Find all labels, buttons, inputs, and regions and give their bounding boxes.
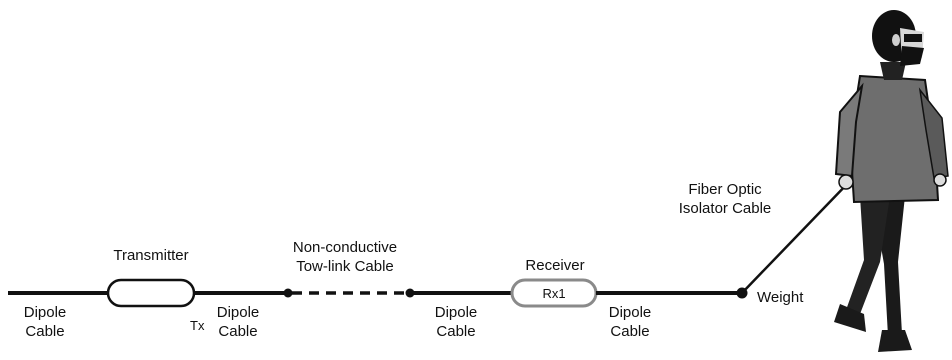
dipole-cable-label-2: Dipole Cable — [202, 303, 274, 341]
fiber-optic-cable — [741, 180, 851, 294]
tow-link-label-line1: Non-conductive — [292, 239, 398, 256]
dipole-cable-label-1: Dipole Cable — [10, 303, 80, 341]
dipole-label-line2: Cable — [218, 323, 258, 340]
fiber-optic-label: Fiber Optic Isolator Cable — [660, 180, 790, 218]
dipole-cable-label-3: Dipole Cable — [420, 303, 492, 341]
fiber-optic-label-line1: Fiber Optic — [688, 181, 762, 198]
receiver-id-label: Rx1 — [542, 286, 565, 301]
dipole-label-line2: Cable — [436, 323, 476, 340]
dipole-label-line1: Dipole — [608, 304, 652, 321]
tx-label: Tx — [190, 318, 205, 333]
tow-link-label: Non-conductive Tow-link Cable — [270, 238, 420, 276]
fiber-optic-label-line2: Isolator Cable — [678, 200, 772, 217]
dipole-label-line1: Dipole — [23, 304, 67, 321]
tow-link-start-node — [283, 288, 293, 298]
dipole-cable-label-4: Dipole Cable — [594, 303, 666, 341]
tow-link-label-line2: Tow-link Cable — [296, 258, 394, 275]
dipole-label-line1: Dipole — [216, 304, 260, 321]
operator-figure — [834, 10, 949, 352]
dipole-label-line2: Cable — [25, 323, 65, 340]
dipole-label-line1: Dipole — [434, 304, 478, 321]
transmitter-label: Transmitter — [113, 247, 189, 264]
dipole-label-line2: Cable — [610, 323, 650, 340]
weight-label: Weight — [757, 289, 804, 306]
receiver-label: Receiver — [525, 257, 585, 274]
transmitter-capsule — [106, 278, 196, 308]
